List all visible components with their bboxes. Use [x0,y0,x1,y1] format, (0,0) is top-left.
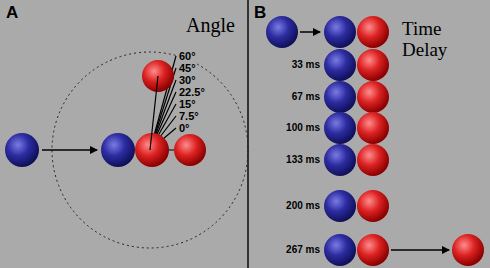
red-ball [135,133,169,167]
delay-value: 200 ms [280,200,320,212]
angle-value: 22.5° [178,86,206,98]
angle-value: 0° [178,122,191,134]
panel-divider [247,0,249,268]
angle-line [150,76,158,150]
motion-arrow [42,149,97,151]
angle-value: 7.5° [178,110,200,122]
angle-value: 60° [178,50,197,62]
delay-value: 267 ms [280,244,320,256]
delay-value: 133 ms [280,154,320,166]
delay-value: 100 ms [280,122,320,134]
ball-pairs [324,16,389,266]
delay-value: 67 ms [280,91,320,103]
panel-letter: A [6,3,18,23]
angle-value: 30° [178,74,197,86]
panel-letter: B [254,3,266,23]
red-ball [452,234,484,266]
blue-ball [101,133,135,167]
delay-value: 33 ms [280,59,320,71]
blue-ball [266,16,298,48]
red-ball [174,134,206,166]
motion-arrow [300,31,320,33]
panel-title: Time Delay [402,18,472,60]
blue-ball [5,133,39,167]
angle-value: 15° [178,98,197,110]
panel-title: Angle [186,14,235,37]
angle-value: 45° [178,62,197,74]
motion-arrow [391,249,449,251]
